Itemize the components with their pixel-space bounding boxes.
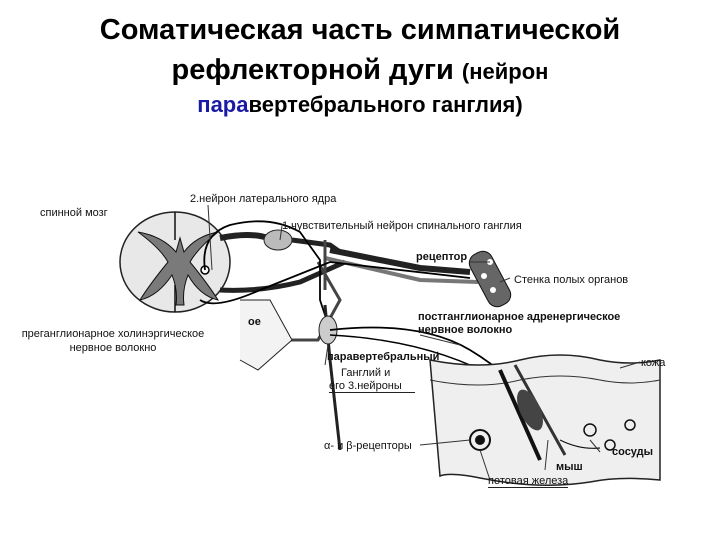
- label-receptors-ab: α- и β-рецепторы: [324, 440, 412, 452]
- label-fragment-oe: ое: [248, 316, 261, 328]
- label-preganglionic-1: преганглионарное холинэргическое: [21, 328, 205, 340]
- label-paravertebral: паравертебральный: [327, 351, 440, 363]
- label-ganglion-1: Ганглий и: [341, 367, 391, 379]
- hollow-organ-receptor: [468, 250, 512, 308]
- label-lateral-nucleus: 2.нейрон латерального ядра: [190, 193, 337, 205]
- title-line-3-blue: пара: [197, 92, 249, 117]
- label-postganglionic-1: постганглионарное адренергическое: [418, 311, 621, 323]
- leader-lines: [207, 204, 641, 481]
- sensory-fiber: [199, 261, 471, 305]
- label-vessels: сосуды: [612, 446, 654, 458]
- label-postganglionic-2: нервное волокно: [418, 324, 513, 336]
- label-receptor: рецептор: [416, 251, 468, 263]
- title-line-2-main: рефлекторной дуги: [171, 54, 454, 86]
- title-line-2-small: (нейрон: [461, 59, 549, 84]
- spinal-cord-section: [119, 211, 231, 313]
- title-line-3: паравертебрального ганглия): [0, 92, 720, 118]
- title-line-3-rest: вертебрального ганглия): [248, 92, 523, 117]
- label-skin: кожа: [641, 357, 666, 369]
- label-muscle: мыш: [556, 461, 583, 473]
- title-line-1: Соматическая часть симпатической: [99, 14, 621, 46]
- label-hollow-organ-wall: Стенка полых органов: [514, 274, 629, 286]
- label-ganglion-2: его 3.нейроны: [329, 380, 415, 393]
- title-line-2: рефлекторной дуги (нейрон: [0, 54, 720, 87]
- label-sweat-gland: потовая железа: [488, 475, 569, 488]
- label-spinal-cord: спинной мозг: [40, 207, 108, 219]
- label-preganglionic-2: нервное волокно: [69, 342, 157, 354]
- efferent-fiber: [203, 220, 331, 331]
- skin-block: [429, 354, 661, 486]
- label-sensory-neuron: 1.чувствительный нейрон спинального ганг…: [282, 220, 522, 232]
